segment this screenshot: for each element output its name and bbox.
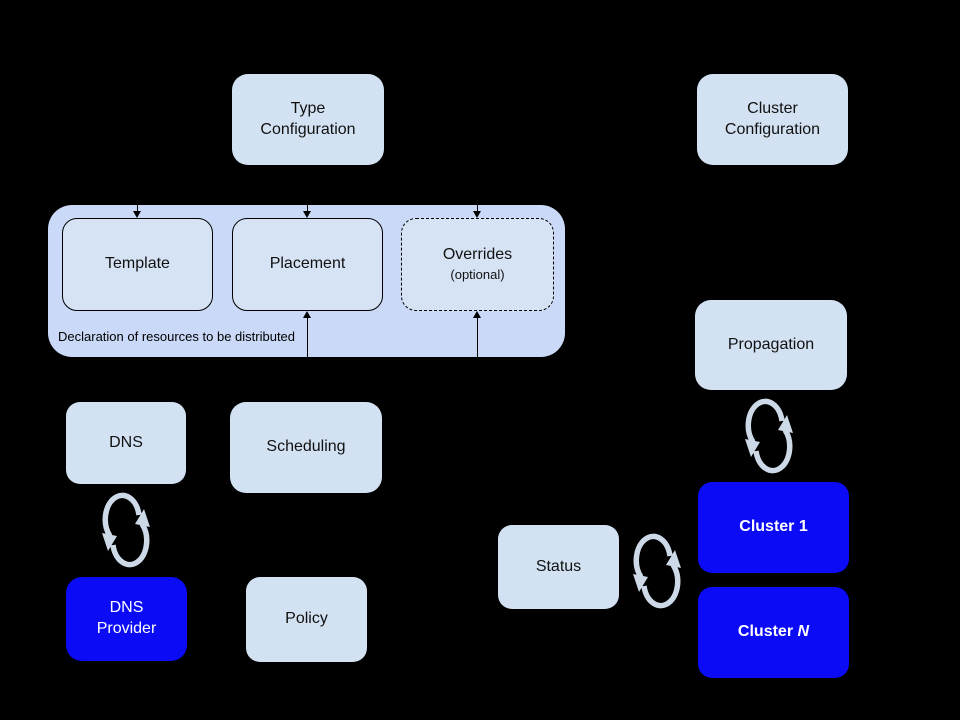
sync-icon [745, 398, 793, 474]
node-overrides-sublabel: (optional) [450, 266, 505, 282]
node-placement: Placement [232, 218, 383, 311]
arrow-down-into-placement-icon [303, 205, 311, 218]
node-cluster-n-prefix: Cluster [737, 623, 798, 641]
node-cluster-n: Cluster N [698, 587, 849, 678]
node-template: Template [62, 218, 213, 311]
arrow-down-into-template-icon [133, 205, 141, 218]
group-caption: Declaration of resources to be distribut… [58, 329, 296, 344]
node-policy: Policy [246, 577, 367, 662]
node-status: Status [498, 525, 619, 609]
sync-icon [633, 533, 681, 609]
node-dns-provider: DNS Provider [66, 577, 187, 661]
resource-declaration-group: Template Placement Overrides (optional) … [48, 205, 565, 357]
node-overrides-label: Overrides [442, 246, 513, 264]
node-cluster-1: Cluster 1 [698, 482, 849, 573]
node-scheduling: Scheduling [230, 402, 382, 493]
arrow-down-into-overrides-icon [473, 205, 481, 218]
node-type-configuration: Type Configuration [232, 74, 384, 165]
node-template-label: Template [105, 255, 170, 273]
node-propagation: Propagation [695, 300, 847, 390]
arrow-up-into-overrides-icon [473, 311, 481, 357]
arrow-up-into-placement-icon [303, 311, 311, 357]
sync-icon [102, 492, 150, 568]
node-cluster-n-suffix: N [797, 623, 810, 641]
node-overrides: Overrides (optional) [401, 218, 554, 311]
node-cluster-configuration: Cluster Configuration [697, 74, 848, 165]
node-placement-label: Placement [269, 255, 346, 273]
node-dns: DNS [66, 402, 186, 484]
